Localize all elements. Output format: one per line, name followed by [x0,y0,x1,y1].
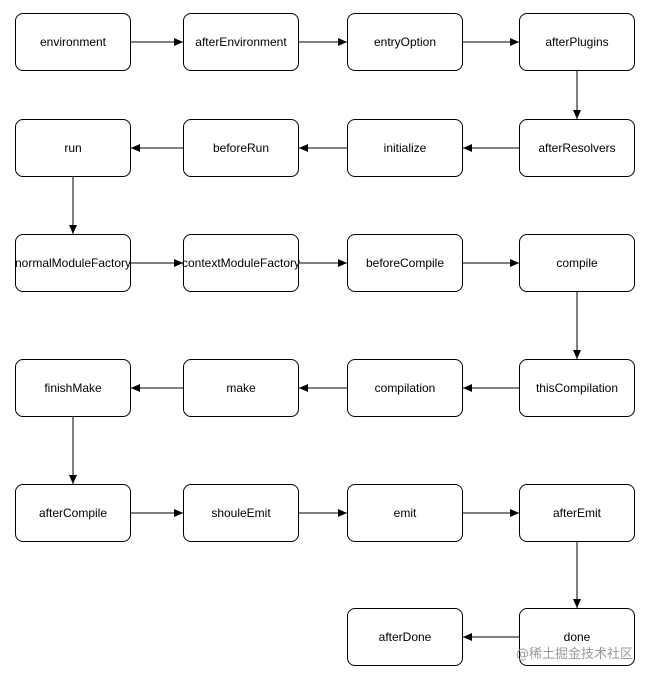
node-afterResolvers: afterResolvers [519,119,635,177]
node-run: run [15,119,131,177]
node-environment: environment [15,13,131,71]
node-thisCompilation: thisCompilation [519,359,635,417]
node-finishMake: finishMake [15,359,131,417]
node-contextModuleFactory: contextModuleFactory [182,234,300,292]
node-afterDone: afterDone [347,608,463,666]
node-initialize: initialize [347,119,463,177]
node-normalModuleFactory: normalModuleFactory [15,234,131,292]
node-afterEnvironment: afterEnvironment [183,13,299,71]
watermark: @稀土掘金技术社区 [515,647,633,662]
node-emit: emit [347,484,463,542]
node-afterCompile: afterCompile [15,484,131,542]
node-compilation: compilation [347,359,463,417]
node-beforeRun: beforeRun [183,119,299,177]
node-afterPlugins: afterPlugins [519,13,635,71]
node-entryOption: entryOption [347,13,463,71]
node-make: make [183,359,299,417]
node-shouleEmit: shouleEmit [183,484,299,542]
node-compile: compile [519,234,635,292]
node-afterEmit: afterEmit [519,484,635,542]
node-beforeCompile: beforeCompile [347,234,463,292]
node-done: done [519,608,635,666]
